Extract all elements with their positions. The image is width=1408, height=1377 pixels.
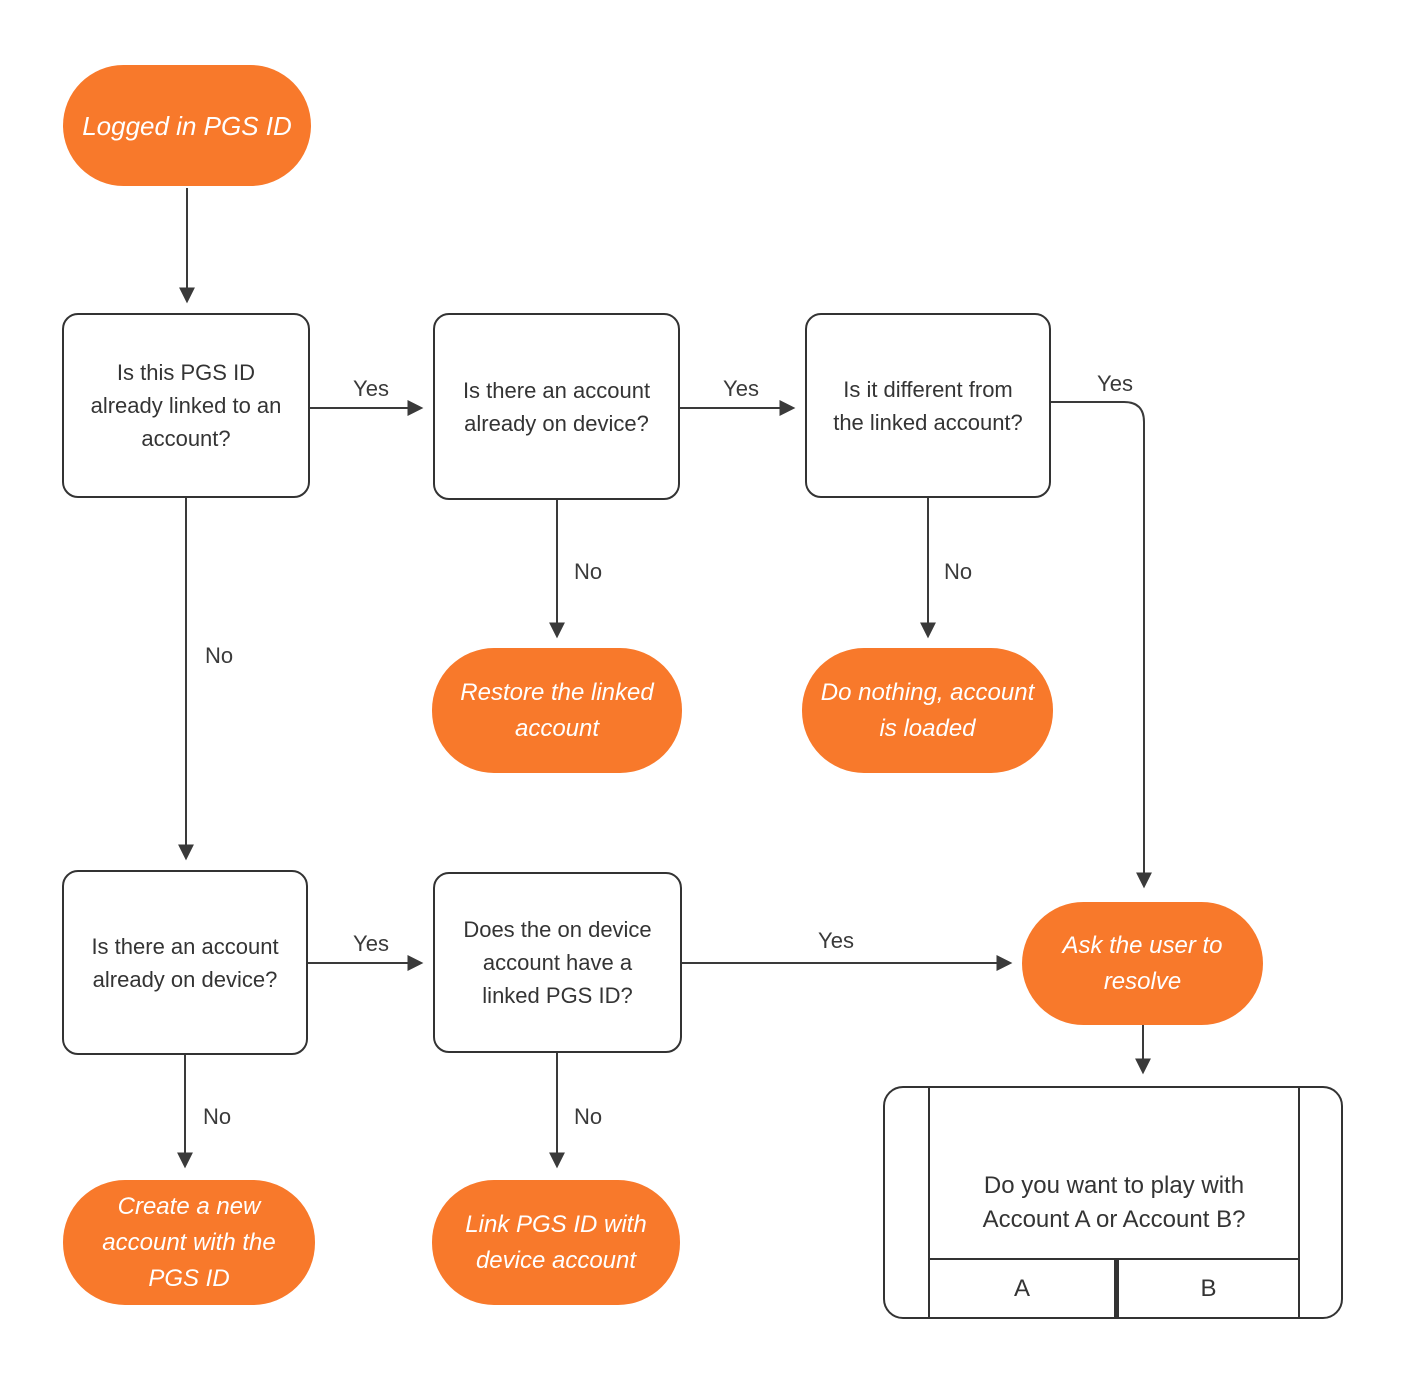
node-start-label: Logged in PGS ID: [82, 110, 292, 141]
node-link-pgs-with-device[interactable]: Link PGS ID with device account: [432, 1180, 680, 1305]
node-q-account-on-device-top[interactable]: Is there an account already on device?: [433, 313, 680, 500]
node-q-different-from-linked-label: Is it different from the linked account?: [833, 376, 1023, 435]
dialog-button-separator: [1114, 1260, 1119, 1317]
node-account-choice-dialog[interactable]: Do you want to play with Account A or Ac…: [883, 1086, 1343, 1319]
edge-label-no-q1-q4: No: [204, 643, 234, 668]
node-q-account-on-device-bottom-label: Is there an account already on device?: [91, 933, 279, 992]
node-q-device-account-has-pgs[interactable]: Does the on device account have a linked…: [433, 872, 682, 1053]
node-ask-user-to-resolve[interactable]: Ask the user to resolve: [1022, 902, 1263, 1025]
node-do-nothing-account-loaded[interactable]: Do nothing, account is loaded: [802, 648, 1053, 773]
edge-label-no-q4-create: No: [202, 1104, 232, 1129]
node-q-pgs-id-linked-label: Is this PGS ID already linked to an acco…: [90, 360, 282, 451]
node-q-device-account-has-pgs-label: Does the on device account have a linked…: [463, 917, 652, 1008]
node-restore-linked-account-label: Restore the linked account: [460, 678, 654, 742]
node-link-pgs-with-device-label: Link PGS ID with device account: [465, 1210, 647, 1274]
edge-label-yes-q4-q5: Yes: [353, 931, 389, 956]
node-create-new-account[interactable]: Create a new account with the PGS ID: [63, 1180, 315, 1305]
edge-label-no-q3-donothing: No: [943, 559, 973, 584]
edge-label-no-q2-restore: No: [573, 559, 603, 584]
node-start-logged-in-pgs-id[interactable]: Logged in PGS ID: [63, 65, 311, 186]
node-do-nothing-account-loaded-label: Do nothing, account is loaded: [820, 678, 1035, 742]
edge-label-yes-q3-askuser: Yes: [1097, 371, 1133, 396]
dialog-button-b[interactable]: B: [1200, 1274, 1217, 1302]
connector-q3-yes-askuser: [1051, 401, 1152, 889]
node-restore-linked-account[interactable]: Restore the linked account: [432, 648, 682, 773]
dialog-left-edge-line: [928, 1088, 930, 1317]
node-create-new-account-label: Create a new account with the PGS ID: [102, 1192, 276, 1292]
node-q-account-on-device-bottom[interactable]: Is there an account already on device?: [62, 870, 308, 1055]
node-ask-user-to-resolve-label: Ask the user to resolve: [1062, 931, 1223, 995]
node-q-pgs-id-linked[interactable]: Is this PGS ID already linked to an acco…: [62, 313, 310, 498]
dialog-question-text: Do you want to play with Account A or Ac…: [982, 1171, 1246, 1233]
edge-label-yes-q1-q2: Yes: [353, 376, 389, 401]
node-q-different-from-linked[interactable]: Is it different from the linked account?: [805, 313, 1051, 498]
node-q-account-on-device-top-label: Is there an account already on device?: [462, 377, 651, 436]
edge-label-yes-q2-q3: Yes: [723, 376, 759, 401]
dialog-button-a[interactable]: A: [1013, 1274, 1030, 1302]
dialog-right-edge-line: [1298, 1088, 1300, 1317]
edge-label-no-q5-link: No: [573, 1104, 603, 1129]
edge-label-yes-q5-askuser: Yes: [818, 928, 854, 953]
dialog-button-row-divider: [930, 1258, 1298, 1260]
